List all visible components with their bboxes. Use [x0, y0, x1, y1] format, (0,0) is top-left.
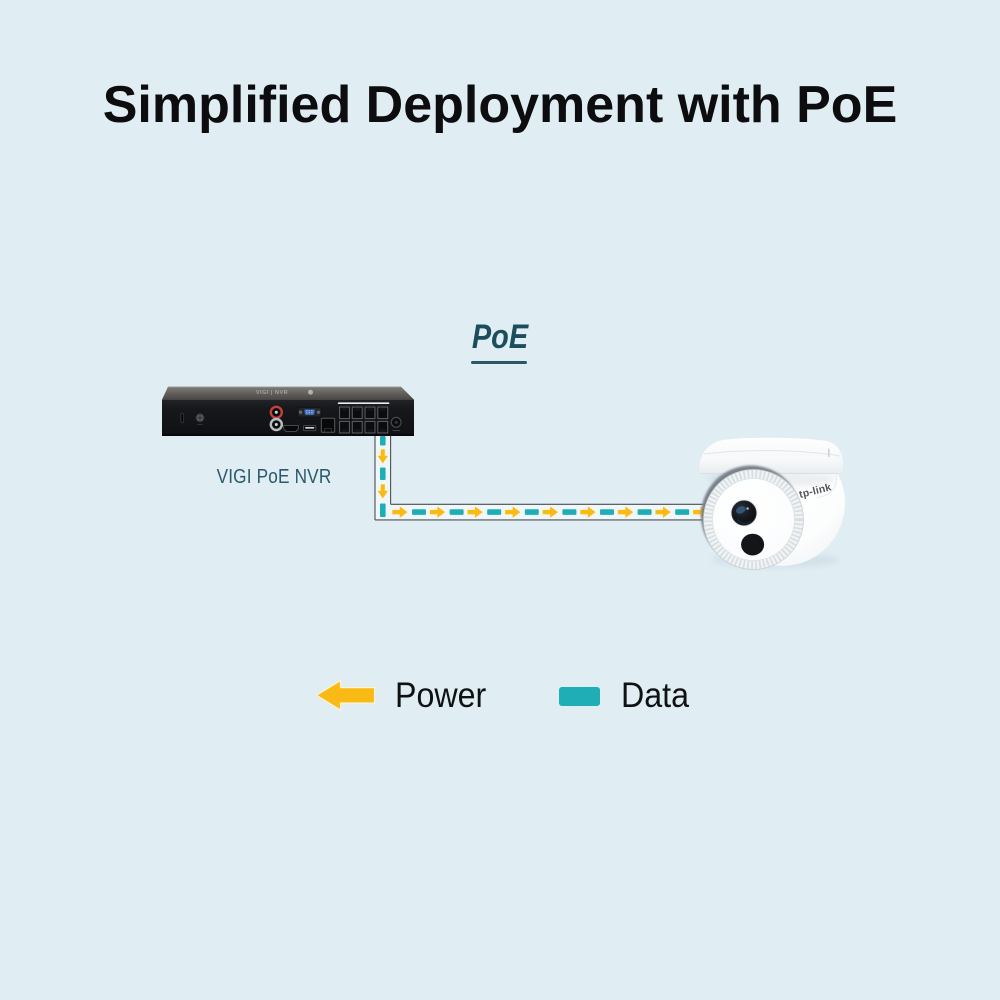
nvr-ports — [180, 402, 402, 434]
page-title: Simplified Deployment with PoE — [102, 76, 898, 134]
power-arrow-icon — [315, 680, 376, 711]
nvr-top-logo: VIGI | NVR — [256, 390, 288, 396]
poe-label: PoE — [471, 318, 529, 356]
legend-data-label: Data — [621, 675, 690, 715]
nvr-device: VIGI | NVR — [162, 386, 414, 436]
legend-power-label: Power — [395, 675, 487, 715]
poe-cable — [374, 435, 707, 521]
nvr-label: VIGI PoE NVR — [216, 466, 332, 488]
data-dash-icon — [558, 686, 600, 706]
poe-underline — [471, 360, 527, 365]
camera-device: tp-link — [699, 437, 845, 570]
